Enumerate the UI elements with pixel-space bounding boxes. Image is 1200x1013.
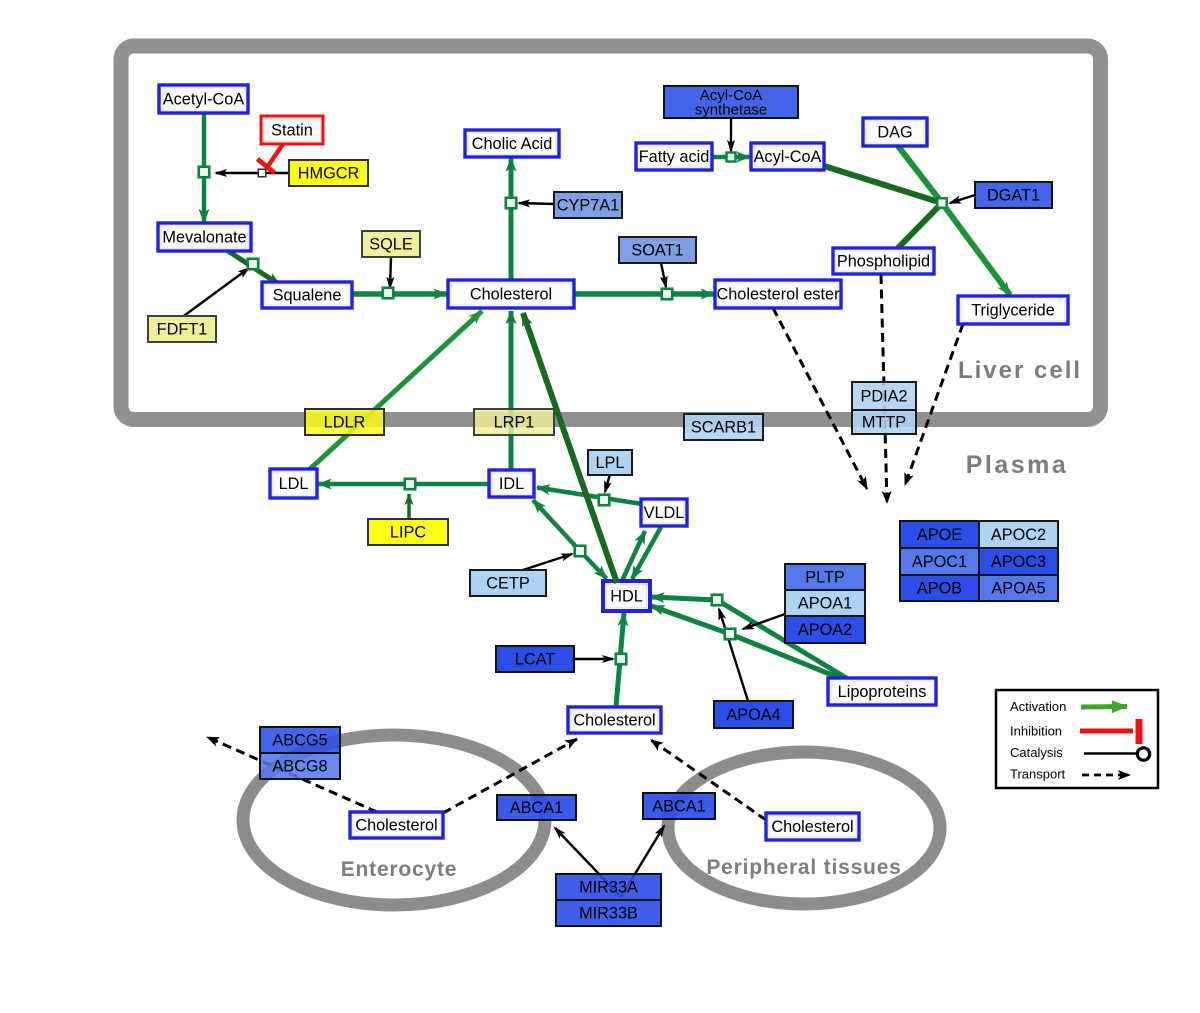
svg-text:APOA5: APOA5: [991, 580, 1045, 598]
svg-text:Statin: Statin: [271, 122, 313, 140]
svg-text:Cholic Acid: Cholic Acid: [472, 135, 553, 153]
svg-text:LRP1: LRP1: [494, 414, 535, 432]
svg-text:Fatty acid: Fatty acid: [639, 148, 710, 166]
svg-text:LDLR: LDLR: [324, 414, 366, 432]
svg-text:DAG: DAG: [877, 124, 912, 142]
svg-text:Catalysis: Catalysis: [1010, 745, 1063, 760]
svg-text:LDL: LDL: [279, 475, 309, 493]
svg-text:APOE: APOE: [917, 526, 962, 544]
svg-text:APOA1: APOA1: [798, 595, 852, 613]
svg-text:LPL: LPL: [596, 454, 625, 472]
svg-text:LIPC: LIPC: [390, 524, 426, 542]
svg-text:FDFT1: FDFT1: [157, 321, 208, 339]
svg-text:Phospholipid: Phospholipid: [837, 253, 930, 271]
svg-text:Cholesterol: Cholesterol: [771, 818, 853, 836]
svg-text:Acyl-CoA: Acyl-CoA: [754, 148, 822, 166]
svg-text:Cholesterol: Cholesterol: [470, 286, 552, 304]
svg-text:HMGCR: HMGCR: [298, 165, 360, 183]
svg-text:Mevalonate: Mevalonate: [162, 229, 246, 247]
svg-text:SQLE: SQLE: [369, 236, 413, 254]
svg-text:APOC3: APOC3: [991, 553, 1046, 571]
svg-text:CETP: CETP: [486, 575, 529, 593]
svg-text:Plasma: Plasma: [966, 451, 1069, 479]
svg-text:ABCA1: ABCA1: [510, 799, 563, 817]
svg-text:CYP7A1: CYP7A1: [557, 197, 619, 215]
svg-text:ABCG5: ABCG5: [272, 732, 327, 750]
svg-text:MIR33A: MIR33A: [579, 879, 638, 897]
svg-text:Cholesterol: Cholesterol: [355, 817, 437, 835]
svg-text:synthetase: synthetase: [695, 102, 768, 119]
svg-text:VLDL: VLDL: [644, 504, 685, 522]
svg-text:Acyl-CoA: Acyl-CoA: [700, 87, 763, 104]
svg-text:Lipoproteins: Lipoproteins: [838, 683, 927, 701]
svg-text:SCARB1: SCARB1: [691, 419, 756, 437]
svg-text:APOA2: APOA2: [798, 621, 852, 639]
svg-text:Inhibition: Inhibition: [1010, 724, 1062, 739]
svg-text:ABCA1: ABCA1: [652, 798, 705, 816]
svg-text:SOAT1: SOAT1: [631, 242, 683, 260]
svg-text:Transport: Transport: [1010, 767, 1066, 782]
svg-text:Cholesterol: Cholesterol: [573, 712, 655, 730]
svg-text:PDIA2: PDIA2: [860, 388, 907, 406]
svg-text:PLTP: PLTP: [805, 569, 845, 587]
svg-text:DGAT1: DGAT1: [987, 187, 1040, 205]
svg-text:MIR33B: MIR33B: [579, 905, 638, 923]
svg-text:MTTP: MTTP: [862, 414, 906, 432]
svg-text:Squalene: Squalene: [273, 287, 342, 305]
svg-text:Liver cell: Liver cell: [958, 357, 1082, 384]
svg-text:LCAT: LCAT: [515, 651, 555, 669]
svg-text:Triglyceride: Triglyceride: [971, 302, 1055, 320]
svg-text:HDL: HDL: [610, 588, 643, 606]
svg-text:IDL: IDL: [499, 475, 524, 493]
svg-text:Peripheral tissues: Peripheral tissues: [706, 856, 901, 879]
svg-text:Enterocyte: Enterocyte: [341, 858, 458, 881]
svg-text:APOA4: APOA4: [726, 706, 780, 724]
svg-text:Activation: Activation: [1010, 699, 1066, 714]
svg-text:APOC2: APOC2: [991, 526, 1046, 544]
svg-text:APOB: APOB: [917, 580, 962, 598]
svg-text:Cholesterol ester: Cholesterol ester: [716, 286, 840, 304]
svg-text:Acetyl-CoA: Acetyl-CoA: [163, 91, 245, 109]
svg-text:ABCG8: ABCG8: [272, 758, 327, 776]
svg-text:APOC1: APOC1: [912, 553, 967, 571]
